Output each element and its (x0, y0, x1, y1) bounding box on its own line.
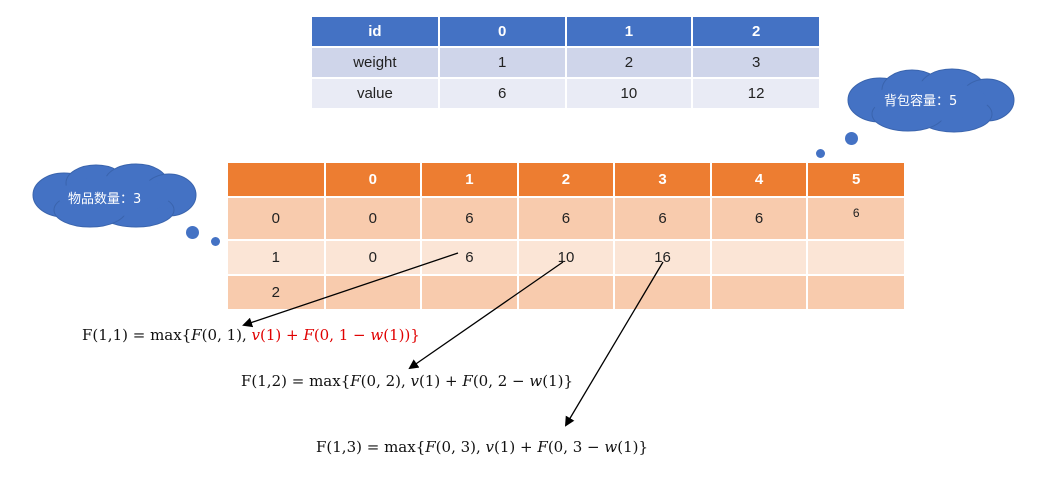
formula-text: F(1,2) = max{ (241, 372, 351, 390)
items-cell: 10 (564, 78, 693, 110)
dp-cell (806, 240, 904, 276)
formula-highlight-text: (1))} (383, 326, 420, 344)
capacity-thought-bubble-large (845, 132, 858, 145)
arrow-cell-1-1-to-formula (242, 252, 459, 328)
formula-highlight-text: F (303, 326, 314, 344)
formula-text: (0, 2), (360, 372, 411, 390)
capacity-thought-bubble-medium (816, 149, 825, 158)
count-cloud-shape (32, 163, 197, 228)
formula-text: F (191, 326, 202, 344)
dp-table: 0 1 2 3 4 5 0 0 6 6 6 6 6 1 0 6 10 16 2 (228, 163, 904, 311)
formula-text: F(1,1) = max{ (82, 326, 192, 344)
items-table: id 0 1 2 weight 1 2 3 value 6 10 12 (312, 17, 819, 110)
dp-cell: 6 (806, 197, 904, 241)
dp-cell: 6 (613, 197, 711, 241)
items-cell: 1 (437, 47, 566, 79)
dp-header-cell: 3 (613, 163, 711, 198)
dp-cell: 2 (228, 275, 325, 311)
items-cell: weight (312, 47, 439, 79)
formula-text: (0, 3 − (547, 438, 605, 456)
formula-text: (0, 1), (201, 326, 252, 344)
formula-text: F (537, 438, 548, 456)
formula-f-1-1: F(1,1) = max{F(0, 1), v(1) + F(0, 1 − w(… (82, 326, 420, 344)
items-header-cell: id (312, 17, 439, 48)
dp-header-cell (228, 163, 325, 198)
dp-cell (613, 275, 711, 311)
arrow-cell-1-3-to-formula (564, 261, 664, 427)
dp-cell (806, 275, 904, 311)
items-header-cell: 1 (564, 17, 693, 48)
count-cloud-text: 物品数量：3 (68, 192, 142, 207)
formula-highlight-text: v (251, 326, 261, 344)
dp-cell (516, 275, 615, 311)
formula-text: F(1,3) = max{ (316, 438, 426, 456)
items-header-cell: 2 (691, 17, 819, 48)
formula-text: w (604, 438, 618, 456)
dp-cell: 0 (228, 197, 325, 241)
dp-cell: 16 (613, 240, 711, 276)
dp-cell (709, 240, 808, 276)
capacity-cloud-shape (847, 68, 1015, 133)
items-cell: 6 (437, 78, 566, 110)
dp-header-row: 0 1 2 3 4 5 (228, 163, 904, 198)
formula-text: v (485, 438, 495, 456)
dp-cell: 6 (709, 197, 808, 241)
items-header-cell: 0 (437, 17, 566, 48)
formula-text: (1) + (419, 372, 463, 390)
formula-text: w (529, 372, 543, 390)
weight-row: weight 1 2 3 (312, 47, 819, 79)
formula-highlight-text: (1) + (260, 326, 304, 344)
dp-cell: 1 (228, 240, 325, 276)
formula-text: (1)} (542, 372, 574, 390)
dp-header-cell: 2 (516, 163, 615, 198)
formula-text: v (410, 372, 420, 390)
formula-text: F (350, 372, 361, 390)
formula-text: (1) + (494, 438, 538, 456)
dp-header-cell: 5 (806, 163, 904, 198)
dp-row-0: 0 0 6 6 6 6 6 (228, 197, 904, 241)
count-thought-bubble-medium (211, 237, 220, 246)
capacity-cloud-text: 背包容量：5 (884, 94, 958, 109)
formula-f-1-2: F(1,2) = max{F(0, 2), v(1) + F(0, 2 − w(… (241, 372, 573, 390)
formula-highlight-text: w (370, 326, 384, 344)
formula-text: (1)} (617, 438, 649, 456)
dp-cell: 10 (516, 240, 615, 276)
value-row: value 6 10 12 (312, 78, 819, 110)
dp-cell: 6 (420, 197, 518, 241)
dp-header-cell: 1 (420, 163, 518, 198)
formula-text: F (462, 372, 473, 390)
count-thought-bubble-large (186, 226, 199, 239)
dp-cell: 0 (323, 240, 422, 276)
formula-highlight-text: (0, 1 − (313, 326, 371, 344)
arrow-cell-1-2-to-formula (408, 261, 564, 370)
formula-f-1-3: F(1,3) = max{F(0, 3), v(1) + F(0, 3 − w(… (316, 438, 648, 456)
dp-header-cell: 0 (323, 163, 422, 198)
dp-header-cell: 4 (709, 163, 808, 198)
dp-cell: 6 (420, 240, 518, 276)
items-header-row: id 0 1 2 (312, 17, 819, 48)
items-cell: value (312, 78, 439, 110)
dp-row-1: 1 0 6 10 16 (228, 240, 904, 276)
dp-cell: 6 (516, 197, 615, 241)
formula-text: F (425, 438, 436, 456)
dp-cell (709, 275, 808, 311)
formula-text: (0, 2 − (472, 372, 530, 390)
items-cell: 12 (691, 78, 819, 110)
items-cell: 3 (691, 47, 819, 79)
items-cell: 2 (564, 47, 693, 79)
formula-text: (0, 3), (435, 438, 486, 456)
dp-cell: 0 (323, 197, 422, 241)
